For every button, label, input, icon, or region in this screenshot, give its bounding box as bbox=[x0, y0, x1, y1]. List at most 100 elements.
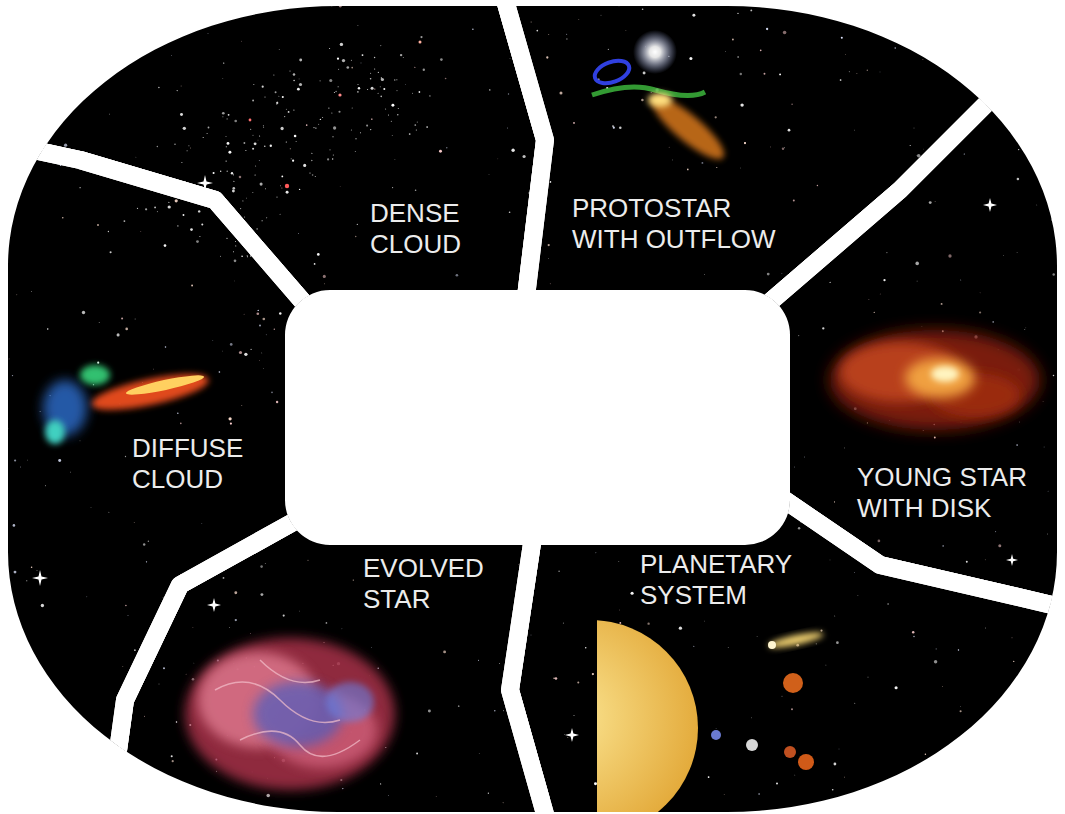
star bbox=[916, 154, 918, 156]
label-holder: EVOLVED STAR bbox=[363, 553, 498, 615]
star bbox=[392, 187, 393, 188]
stage-label: PLANETARY SYSTEM bbox=[640, 549, 810, 611]
star bbox=[1051, 218, 1054, 221]
star bbox=[226, 146, 227, 147]
star bbox=[523, 155, 526, 158]
star bbox=[46, 98, 47, 99]
star bbox=[546, 56, 548, 58]
star bbox=[299, 59, 302, 62]
star bbox=[233, 174, 234, 175]
star bbox=[125, 456, 126, 457]
star bbox=[164, 244, 167, 247]
star bbox=[148, 46, 150, 48]
star bbox=[951, 13, 952, 14]
star bbox=[296, 810, 297, 811]
star bbox=[165, 346, 166, 347]
star bbox=[31, 291, 33, 293]
star bbox=[910, 145, 911, 146]
star bbox=[253, 84, 254, 85]
star bbox=[315, 176, 316, 177]
star bbox=[750, 717, 752, 719]
star bbox=[275, 91, 277, 93]
star bbox=[241, 256, 242, 257]
star bbox=[371, 118, 373, 120]
star bbox=[1043, 446, 1045, 448]
star bbox=[177, 225, 178, 226]
star bbox=[1024, 718, 1026, 720]
star bbox=[494, 710, 495, 711]
star bbox=[90, 506, 92, 508]
star bbox=[266, 794, 270, 798]
star bbox=[409, 133, 411, 135]
star bbox=[380, 86, 381, 87]
star bbox=[1006, 759, 1008, 761]
star bbox=[974, 728, 976, 730]
star bbox=[134, 318, 136, 320]
star bbox=[351, 67, 353, 69]
star bbox=[985, 627, 987, 629]
star bbox=[619, 127, 622, 130]
star bbox=[948, 254, 951, 257]
star bbox=[62, 217, 63, 218]
star bbox=[1052, 273, 1054, 275]
star bbox=[998, 544, 1001, 547]
star bbox=[135, 156, 137, 158]
star bbox=[913, 636, 915, 638]
star bbox=[157, 146, 158, 147]
star bbox=[297, 88, 300, 91]
star bbox=[317, 253, 320, 256]
star bbox=[737, 13, 738, 14]
gap-line bbox=[0, 130, 310, 310]
star bbox=[1016, 252, 1018, 254]
stage-label: PROTOSTAR WITH OUTFLOW bbox=[572, 193, 787, 255]
star bbox=[276, 102, 278, 104]
star bbox=[782, 148, 784, 150]
star bbox=[235, 619, 237, 621]
label-holder: DIFFUSE CLOUD bbox=[132, 433, 267, 495]
star bbox=[518, 564, 520, 566]
star bbox=[207, 33, 209, 35]
star bbox=[241, 405, 243, 407]
star bbox=[250, 633, 252, 635]
star bbox=[997, 28, 999, 30]
star bbox=[298, 233, 300, 235]
star bbox=[426, 126, 428, 128]
star bbox=[229, 627, 231, 629]
star bbox=[227, 118, 228, 119]
star bbox=[435, 796, 437, 798]
star bbox=[942, 686, 944, 688]
star bbox=[153, 368, 155, 370]
star bbox=[234, 280, 236, 282]
star bbox=[668, 146, 670, 148]
gap-line bbox=[510, 530, 550, 814]
star bbox=[563, 623, 564, 624]
star bbox=[323, 275, 326, 278]
star bbox=[979, 5, 981, 7]
star bbox=[970, 61, 972, 63]
star bbox=[380, 96, 382, 98]
star bbox=[339, 186, 341, 188]
star bbox=[241, 40, 243, 42]
star bbox=[701, 162, 703, 164]
star bbox=[647, 623, 649, 625]
star bbox=[558, 1, 561, 4]
star bbox=[228, 151, 231, 154]
star bbox=[960, 710, 962, 712]
star bbox=[16, 294, 18, 296]
star bbox=[265, 188, 266, 189]
star bbox=[995, 531, 996, 532]
star bbox=[140, 230, 142, 232]
star bbox=[756, 636, 758, 638]
star bbox=[1047, 136, 1049, 138]
label-holder: YOUNG STAR WITH DISK bbox=[857, 462, 1042, 524]
star bbox=[508, 93, 509, 94]
star bbox=[387, 795, 389, 797]
star bbox=[1018, 149, 1019, 150]
star bbox=[817, 185, 818, 186]
star bbox=[154, 206, 156, 208]
comet-tail bbox=[768, 629, 825, 650]
star bbox=[867, 422, 868, 423]
filaments bbox=[215, 660, 360, 756]
star bbox=[867, 70, 868, 71]
